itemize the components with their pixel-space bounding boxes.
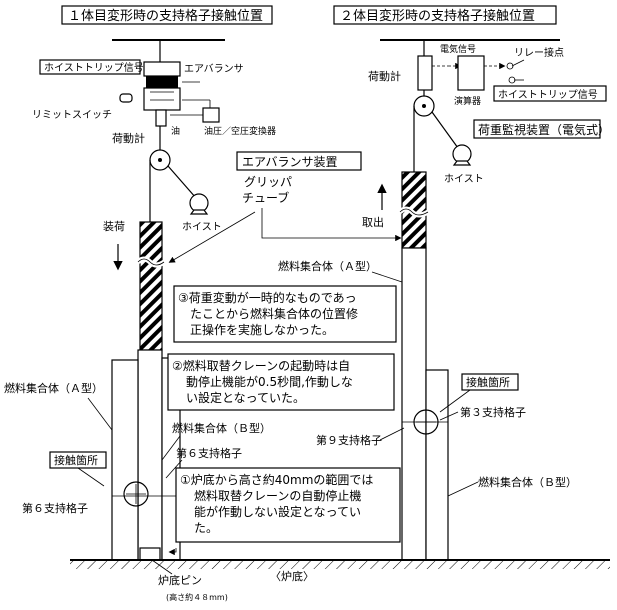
hoist-trip-text-left: ホイストトリップ信号 <box>44 62 144 74</box>
grid9-text: 第９支持格子 <box>316 433 382 447</box>
contact-text-right: 接触箇所 <box>466 375 510 389</box>
fuel-a-text-right: 燃料集合体（Ａ型） <box>278 259 377 273</box>
contact-circle-left <box>123 481 149 507</box>
converter-text: 油圧／空圧変換器 <box>204 125 276 137</box>
hoist-text-right: ホイスト <box>444 173 484 185</box>
right-title-box: ２体目変形時の支持格子接触位置 <box>333 5 557 25</box>
grid6-top-text: 第６支持格子 <box>176 446 242 460</box>
converter-box <box>202 107 220 123</box>
note-2-box: ②燃料取替クレーンの起動時は自 動停止機能が0.5秒間,作動しな い設定となって… <box>167 353 395 411</box>
left-title-box: １体目変形時の支持格子接触位置 <box>61 5 273 25</box>
note-2-line-3: い設定となっていた。 <box>186 390 305 405</box>
hoist-trip-label-left: ホイストトリップ信号 <box>39 59 144 75</box>
note-1-line-3: 能が作動しない設定となってい <box>194 504 361 519</box>
grid6-left-text: 第６支持格子 <box>22 501 88 515</box>
limit-switch-text: リミットスイッチ <box>32 109 112 121</box>
air-balancer-block <box>143 61 181 111</box>
fuel-b-right <box>425 369 449 561</box>
gripper-text-2: チューブ <box>242 190 289 205</box>
elec-signal-text: 電気信号 <box>440 43 476 55</box>
pin-text-1: 炉底ピン <box>158 573 202 587</box>
load-monitor-text: 荷重監視装置（電気式） <box>478 122 610 137</box>
contact-circle-right <box>413 409 439 435</box>
left-title: １体目変形時の支持格子接触位置 <box>68 8 263 24</box>
contact-text-left: 接触箇所 <box>54 453 98 467</box>
gripper-text-1: グリッパ <box>244 175 292 189</box>
calculator-text: 演算器 <box>454 95 481 107</box>
note-2-line-2: 動停止機能が0.5秒間,作動しな <box>186 374 353 389</box>
oil-text: 油 <box>171 125 180 137</box>
air-balancer-device-label: エアバランサ装置 <box>236 151 362 171</box>
contact-label-right: 接触箇所 <box>461 373 519 391</box>
hoist-left-icon <box>189 193 209 213</box>
note-3-line-3: 正操作を実施しなかった。 <box>190 322 334 337</box>
note-1-line-1: ①炉底から高さ約40mmの範囲では <box>180 472 373 487</box>
takeout-text: 取出 <box>362 215 384 229</box>
hoist-trip-text-right: ホイストトリップ信号 <box>498 89 598 101</box>
loading-text: 装荷 <box>103 220 125 233</box>
oil-box <box>155 109 167 127</box>
fuel-b-text-left: 燃料集合体（Ｂ型） <box>172 421 271 435</box>
relay-text: リレー接点 <box>514 46 564 59</box>
grid3-text: 第３支持格子 <box>460 405 526 419</box>
calculator-box <box>457 55 485 91</box>
note-3-box: ③荷重変動が一時的なものであっ たことから燃料集合体の位置修 正操作を実施しなか… <box>173 285 397 343</box>
limit-switch-box <box>119 93 133 103</box>
note-1-box: ①炉底から高さ約40mmの範囲では 燃料取替クレーンの自動停止機 能が作動しない… <box>175 467 401 543</box>
gripper-tube-left <box>139 221 163 351</box>
air-balancer-text: エアバランサ <box>184 63 244 75</box>
load-cell-text-right: 荷動計 <box>368 69 401 83</box>
pin-text-2: (高さ約４８mm) <box>166 592 228 602</box>
fuel-b-left <box>111 359 139 561</box>
note-1-line-2: 燃料取替クレーンの自動停止機 <box>194 488 361 503</box>
fuel-a-left <box>137 349 163 561</box>
note-2-line-1: ②燃料取替クレーンの起動時は自 <box>172 358 350 373</box>
contact-label-left: 接触箇所 <box>49 451 107 469</box>
note-3-line-1: ③荷重変動が一時的なものであっ <box>178 290 357 305</box>
note-3-line-2: たことから燃料集合体の位置修 <box>190 306 358 321</box>
note-1-line-4: た。 <box>194 521 218 535</box>
hoist-trip-label-right: ホイストトリップ信号 <box>493 85 607 102</box>
hoist-right-icon <box>452 144 472 164</box>
floor-hatch <box>70 561 610 569</box>
air-balancer-device-text: エアバランサ装置 <box>242 155 338 169</box>
load-monitor-label: 荷重監視装置（電気式） <box>473 119 610 139</box>
load-cell-right <box>417 55 433 91</box>
hoist-text-left: ホイスト <box>182 221 222 233</box>
fuel-a-text-left: 燃料集合体（Ａ型） <box>4 381 103 395</box>
fuel-a-right <box>401 247 427 561</box>
bottom-text: 〈炉底〉 <box>270 569 314 583</box>
bottom-pin <box>139 547 161 561</box>
fuel-b-text-right: 燃料集合体（Ｂ型） <box>478 475 577 489</box>
load-cell-text-left: 荷動計 <box>112 131 145 145</box>
right-title: ２体目変形時の支持格子接触位置 <box>340 8 535 24</box>
